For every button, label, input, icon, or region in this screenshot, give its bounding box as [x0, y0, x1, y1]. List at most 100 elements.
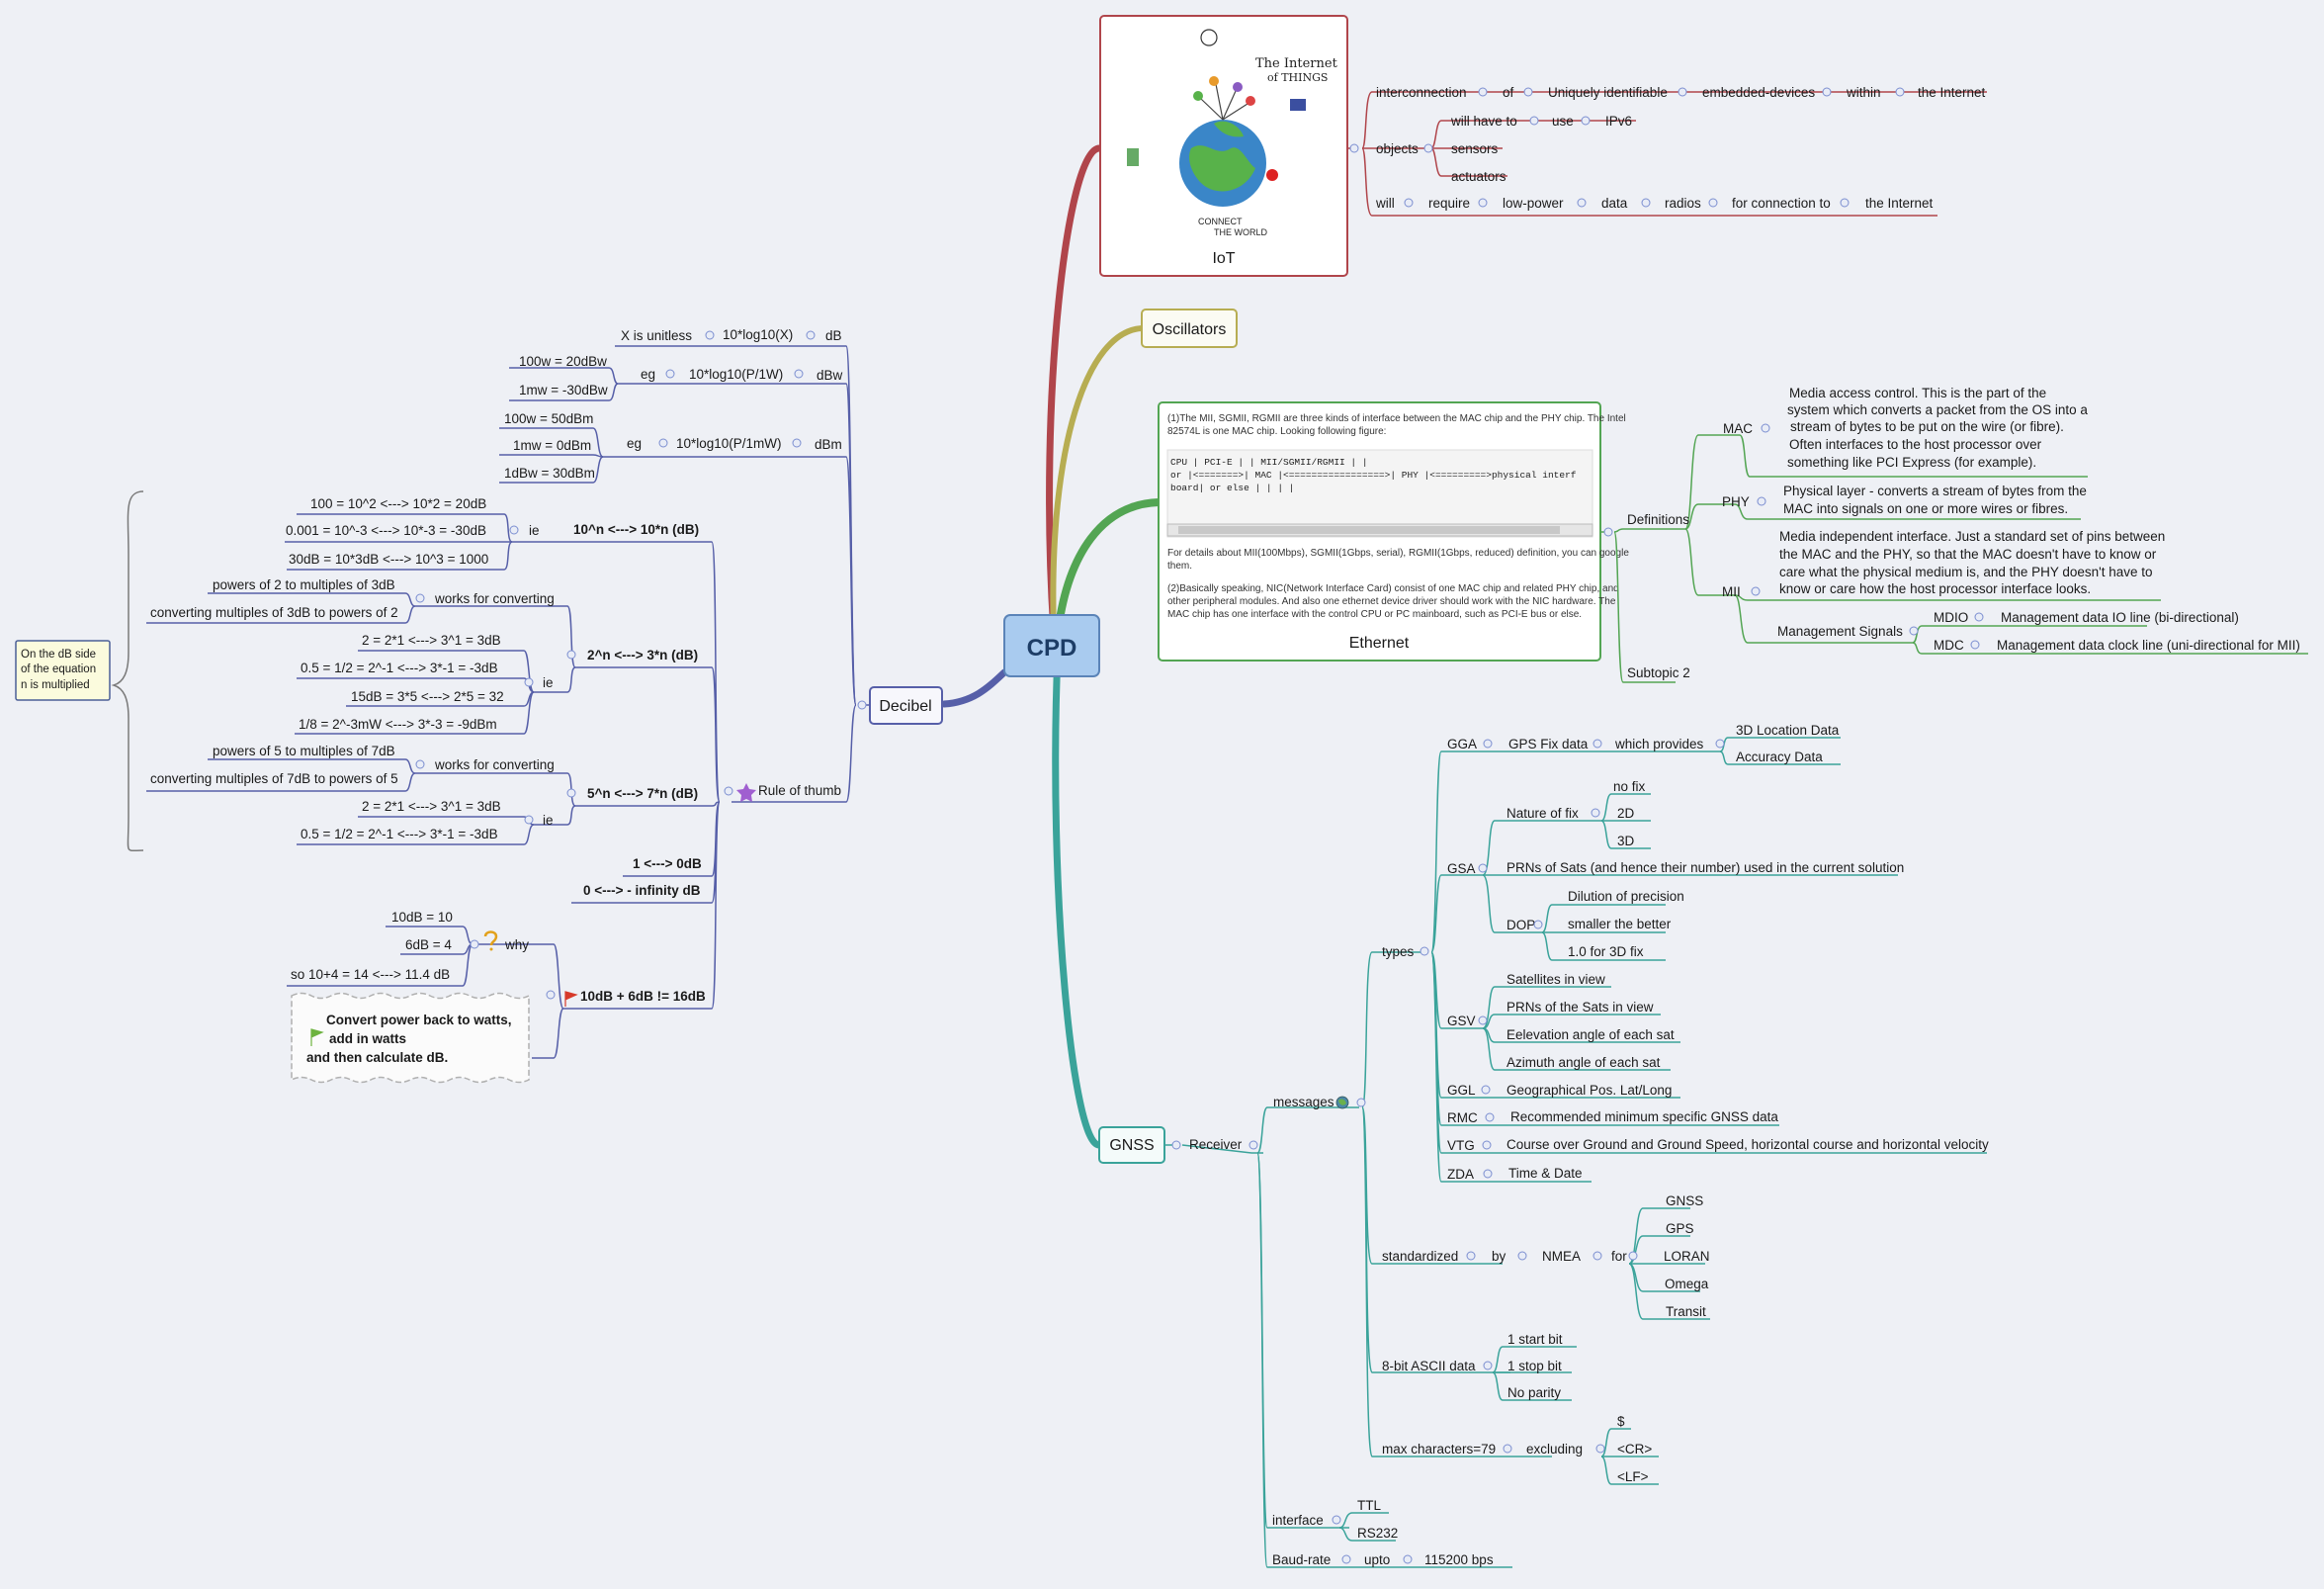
topic-label[interactable]: max characters=79 — [1382, 1442, 1496, 1457]
topic-label[interactable]: THE WORLD — [1214, 227, 1268, 237]
topic-label[interactable]: Omega — [1665, 1277, 1709, 1291]
topic-label[interactable]: GNSS — [1109, 1137, 1154, 1154]
expand-toggle[interactable] — [1909, 626, 1919, 636]
iot-of[interactable]: of — [1503, 85, 1514, 100]
expand-toggle[interactable] — [566, 788, 576, 798]
topic-label[interactable]: 8-bit ASCII data — [1382, 1359, 1476, 1373]
expand-toggle[interactable] — [1483, 739, 1493, 749]
topic-label[interactable]: DOP — [1506, 918, 1535, 932]
expand-toggle[interactable] — [658, 438, 668, 448]
topic-label[interactable]: 82574L is one MAC chip. Looking followin… — [1167, 426, 1386, 437]
topic-label[interactable]: <CR> — [1617, 1442, 1652, 1457]
topic-label[interactable]: board| or else | | | | — [1170, 483, 1294, 493]
topic-label[interactable]: 0.5 = 1/2 = 2^-1 <---> 3*-1 = -3dB — [301, 827, 498, 841]
topic-label[interactable]: powers of 5 to multiples of 7dB — [213, 744, 395, 758]
iot-low-power[interactable]: low-power — [1503, 196, 1564, 211]
topic-label[interactable]: GNSS — [1666, 1193, 1703, 1208]
expand-toggle[interactable] — [1751, 586, 1761, 596]
topic-label[interactable]: 1/8 = 2^-3mW <---> 3*-3 = -9dBm — [299, 717, 497, 732]
expand-toggle[interactable] — [1592, 1251, 1602, 1261]
topic-label[interactable]: Often interfaces to the host processor o… — [1789, 437, 2042, 452]
topic-label[interactable]: 1 <---> 0dB — [633, 856, 702, 871]
expand-toggle[interactable] — [1483, 1361, 1493, 1370]
topic-label[interactable]: <LF> — [1617, 1469, 1649, 1484]
iot-interconnection[interactable]: interconnection — [1376, 85, 1467, 100]
ethernet-topic[interactable]: (1)The MII, SGMII, RGMII are three kinds… — [1158, 401, 1629, 662]
iot-data[interactable]: data — [1601, 196, 1628, 211]
topic-label[interactable]: 10dB + 6dB != 16dB — [580, 989, 706, 1004]
types-label[interactable]: types — [1382, 944, 1415, 959]
ethernet-collapse-toggle[interactable] — [1603, 527, 1613, 537]
topic-label[interactable]: On the dB side — [21, 649, 96, 661]
topic-label[interactable]: or |<=======>| MAC |<=================>|… — [1170, 470, 1577, 481]
messages-label[interactable]: messages — [1273, 1095, 1334, 1109]
topic-label[interactable]: RMC — [1447, 1110, 1478, 1125]
topic-label[interactable]: ZDA — [1447, 1167, 1474, 1182]
iot-the-internet-2[interactable]: the Internet — [1865, 196, 1934, 211]
topic-label[interactable]: stream of bytes to be put on the wire (o… — [1790, 419, 2064, 434]
topic-label[interactable]: eg — [627, 436, 642, 451]
expand-toggle[interactable] — [1404, 198, 1414, 208]
topic-label[interactable]: PRNs of Sats (and hence their number) us… — [1506, 860, 1904, 875]
expand-toggle[interactable] — [665, 369, 675, 379]
topic-label[interactable]: Ethernet — [1349, 635, 1410, 652]
iot-within[interactable]: within — [1846, 85, 1881, 100]
topic-label[interactable]: 2 = 2*1 <---> 3^1 = 3dB — [362, 799, 501, 814]
expand-toggle[interactable] — [1591, 808, 1600, 818]
topic-label[interactable]: Media independent interface. Just a stan… — [1779, 529, 2165, 544]
expand-toggle[interactable] — [1715, 739, 1725, 749]
expand-toggle[interactable] — [1970, 640, 1980, 650]
iot-embedded[interactable]: embedded-devices — [1702, 85, 1815, 100]
expand-toggle[interactable] — [1466, 1251, 1476, 1261]
oscillators-topic[interactable]: Oscillators — [1141, 309, 1238, 348]
topic-label[interactable]: (2)Basically speaking, NIC(Network Inter… — [1167, 583, 1619, 594]
topic-label[interactable]: excluding — [1526, 1442, 1583, 1457]
topic-label[interactable]: standardized — [1382, 1249, 1458, 1264]
topic-label[interactable]: Time & Date — [1508, 1166, 1583, 1181]
topic-label[interactable]: other peripheral modules. And also one e… — [1167, 596, 1616, 607]
expand-toggle[interactable] — [1478, 87, 1488, 97]
topic-label[interactable]: Eelevation angle of each sat — [1506, 1027, 1675, 1042]
expand-toggle[interactable] — [1840, 198, 1850, 208]
expand-toggle[interactable] — [1482, 1140, 1492, 1150]
root-topic[interactable]: CPD — [1003, 614, 1100, 677]
expand-toggle[interactable] — [566, 650, 576, 660]
topic-label[interactable]: 2 = 2*1 <---> 3^1 = 3dB — [362, 633, 501, 648]
topic-label[interactable]: which provides — [1614, 737, 1704, 751]
topic-label[interactable]: Satellites in view — [1506, 972, 1605, 987]
topic-label[interactable]: For details about MII(100Mbps), SGMII(1G… — [1167, 548, 1629, 559]
topic-label[interactable]: GSA — [1447, 861, 1476, 876]
topic-label[interactable]: TTL — [1357, 1498, 1381, 1513]
topic-label[interactable]: 30dB = 10*3dB <---> 10^3 = 1000 — [289, 552, 488, 567]
topic-label[interactable]: Course over Ground and Ground Speed, hor… — [1506, 1137, 1989, 1152]
topic-label[interactable]: of THINGS — [1267, 71, 1328, 84]
mac-label[interactable]: MAC — [1723, 421, 1753, 436]
rule-of-thumb-label[interactable]: Rule of thumb — [758, 783, 841, 798]
expand-toggle[interactable] — [1423, 143, 1433, 153]
topic-label[interactable]: system which converts a packet from the … — [1787, 402, 2088, 417]
topic-label[interactable]: Management data clock line (uni-directio… — [1997, 638, 2300, 653]
topic-label[interactable]: 10^n <---> 10*n (dB) — [573, 522, 699, 537]
topic-label[interactable]: GPS Fix data — [1508, 737, 1589, 751]
expand-toggle[interactable] — [1822, 87, 1832, 97]
expand-toggle[interactable] — [1483, 1169, 1493, 1179]
topic-label[interactable]: so 10+4 = 14 <---> 11.4 dB — [291, 967, 450, 982]
topic-label[interactable]: CPD — [1027, 635, 1077, 662]
topic-label[interactable]: care what the physical medium is, and th… — [1779, 565, 2153, 579]
topic-label[interactable]: 10dB = 10 — [391, 910, 453, 925]
iot-will[interactable]: will — [1375, 196, 1395, 211]
topic-label[interactable]: LORAN — [1664, 1249, 1710, 1264]
topic-label[interactable]: Baud-rate — [1272, 1552, 1331, 1567]
expand-toggle[interactable] — [1895, 87, 1905, 97]
topic-label[interactable]: 5^n <---> 7*n (dB) — [587, 786, 698, 801]
topic-label[interactable]: $ — [1617, 1414, 1625, 1429]
subtopic-2[interactable]: Subtopic 2 — [1627, 665, 1690, 680]
decibel-collapse-toggle[interactable] — [857, 700, 867, 710]
definitions-label[interactable]: Definitions — [1627, 512, 1689, 527]
topic-label[interactable]: GGA — [1447, 737, 1477, 751]
topic-label[interactable]: Transit — [1666, 1304, 1706, 1319]
topic-label[interactable]: works for converting — [434, 591, 555, 606]
iot-actuators[interactable]: actuators — [1451, 169, 1506, 184]
topic-label[interactable]: 1 stop bit — [1507, 1359, 1562, 1373]
topic-label[interactable]: n is multiplied — [21, 679, 90, 691]
